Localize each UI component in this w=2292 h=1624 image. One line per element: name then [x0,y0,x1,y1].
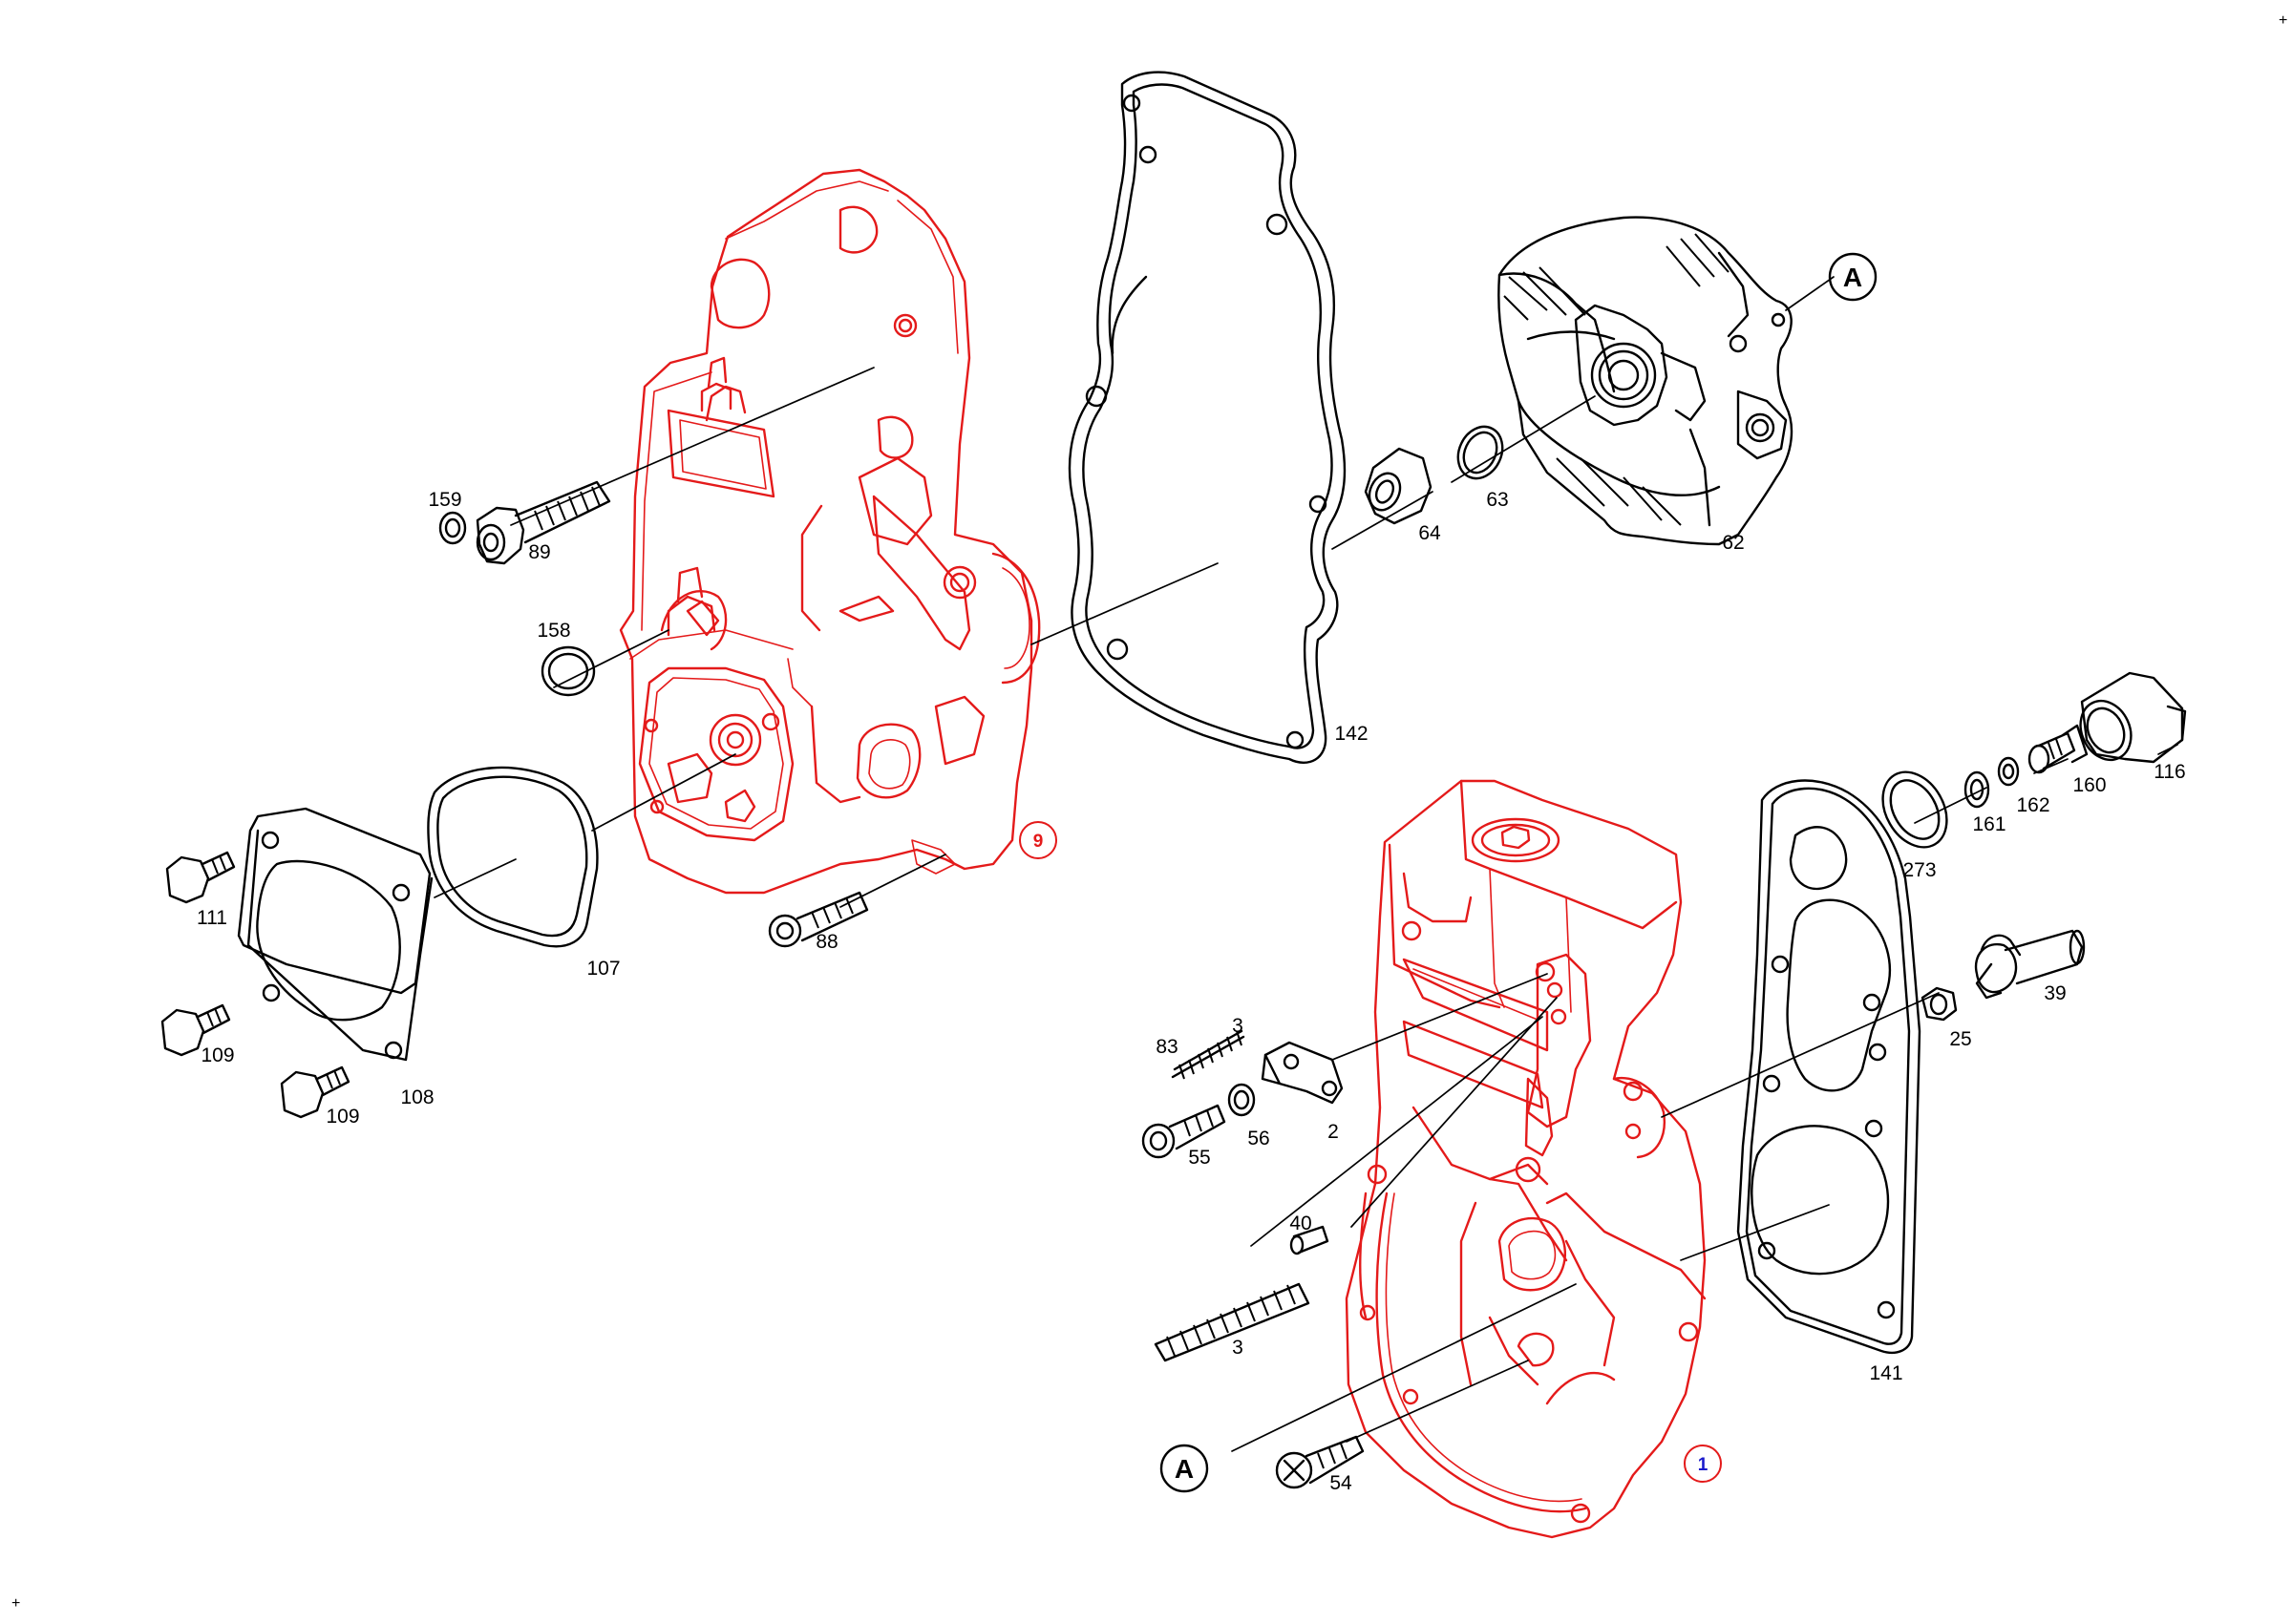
part-159-washer [438,511,467,545]
label-142: 142 [1334,723,1368,745]
part-109-bolt-a [160,1003,231,1057]
part-108-cover [237,807,434,1062]
part-142-gasket [1068,71,1347,764]
label-63: 63 [1486,489,1508,511]
label-40: 40 [1289,1213,1311,1234]
part-2-bracket [1261,1041,1344,1105]
label-108: 108 [400,1086,434,1108]
part-25-nut [1921,986,1958,1022]
label-161: 161 [1972,813,2006,835]
ref-a-bottom-ring [1159,1444,1209,1493]
part-162-washer [1997,756,2020,787]
label-89: 89 [528,541,550,563]
label-141: 141 [1869,1362,1902,1384]
label-160: 160 [2072,774,2106,796]
label-56: 56 [1247,1128,1269,1149]
part-160-screw [2027,724,2089,774]
label-109-a: 109 [201,1044,234,1066]
label-162: 162 [2016,794,2049,816]
part-83-spring [1171,1029,1245,1080]
label-3-a: 3 [1232,1015,1243,1037]
label-109-b: 109 [326,1106,359,1128]
part-111-bolt [165,851,236,904]
label-158: 158 [537,620,570,642]
part-88-screw [768,891,869,948]
part-63-ring [1456,425,1504,480]
part-116-cap [2079,671,2187,764]
part-64-nut [1364,447,1432,525]
part-273-ring [1881,770,1948,849]
part-89-screw [476,480,611,565]
part-107-gasket [427,766,599,948]
housing-callout-1-ring [1684,1445,1722,1483]
ref-a-top-ring [1828,252,1878,302]
part-40-pin [1289,1225,1329,1255]
housing-stud-middle [667,566,716,637]
label-116: 116 [2154,761,2185,783]
label-25: 25 [1949,1028,1971,1050]
governor-housing-lower [1345,779,1707,1539]
housing-stud-upper [700,356,732,412]
part-56-washer [1227,1083,1256,1117]
housing-callout-1: 1 [1698,1455,1708,1475]
part-3-stud [1154,1282,1310,1362]
label-3-b: 3 [1232,1337,1243,1359]
part-141-gasket [1736,779,1921,1355]
part-161-washer [1963,770,1990,809]
label-39: 39 [2044,982,2066,1004]
part-54-screw [1275,1435,1365,1489]
label-273: 273 [1902,859,1936,881]
part-62-flyweight-carrier [1497,216,1793,546]
ref-a-top: A [1843,263,1862,292]
housing-callout-9: 9 [1033,832,1044,852]
label-159: 159 [428,489,461,511]
corner-mark-bottom-left: + [11,1595,20,1612]
label-55: 55 [1188,1147,1210,1169]
label-62: 62 [1722,532,1744,554]
ref-a-bottom: A [1175,1454,1194,1484]
corner-mark-top-right: + [2279,12,2287,29]
label-2: 2 [1327,1121,1339,1143]
part-109-bolt-b [280,1065,350,1119]
label-83: 83 [1156,1036,1178,1058]
governor-housing-upper [619,168,1041,895]
part-39-shaft [1974,929,2086,1000]
label-54: 54 [1329,1472,1352,1494]
housing-callout-9-ring [1019,821,1057,859]
part-158-ring [541,645,596,697]
label-64: 64 [1418,522,1441,544]
label-107: 107 [586,958,620,980]
label-111: 111 [197,907,227,929]
part-55-screw [1141,1104,1226,1159]
label-88: 88 [816,931,838,953]
